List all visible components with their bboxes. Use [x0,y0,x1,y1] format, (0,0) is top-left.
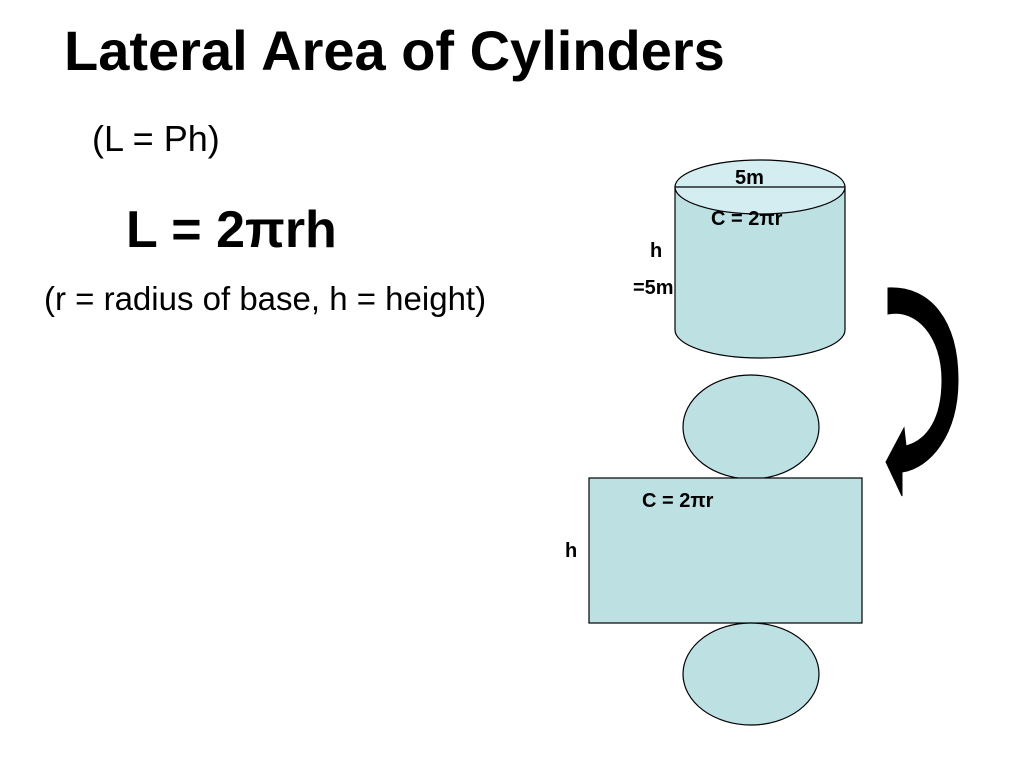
cylinder-circumference-label: C = 2πr [711,208,783,230]
net-rectangle-height-label: h [565,540,577,562]
net-rectangle-circumference-label: C = 2πr [642,490,714,512]
cylinder-diameter-label: 5m [735,167,764,189]
net-bottom-circle [682,622,820,726]
formula-variable-legend: (r = radius of base, h = height) [44,280,487,317]
cylinder-body [674,186,846,359]
cylinder-lateral-area-formula: L = 2πrh [126,201,337,259]
general-lateral-area-formula: (L = Ph) [92,118,220,159]
cylinder: 5m C = 2πr h =5m [633,159,846,359]
cylinder-height-label: h [650,240,662,262]
unroll-arrow-icon [885,287,959,497]
slide-title: Lateral Area of Cylinders [64,19,725,82]
cylinder-height-value-label: =5m [633,277,674,299]
net-top-circle [682,374,820,480]
net-lateral-rectangle [588,477,863,624]
